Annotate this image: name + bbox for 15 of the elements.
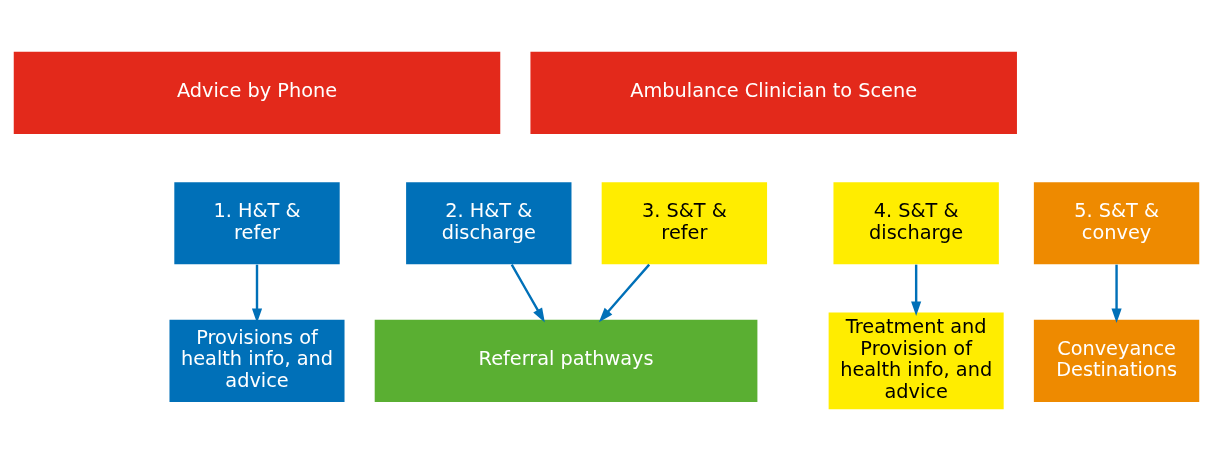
node-box: Advice by Phone xyxy=(13,51,501,134)
node-box: Treatment and Provision of health info, and advice xyxy=(828,312,1004,410)
node-box: 2. H&T & discharge xyxy=(406,182,572,265)
node-box: 3. S&T & refer xyxy=(601,182,768,265)
arrow xyxy=(1111,264,1122,324)
arrow xyxy=(911,264,922,316)
node-box: 4. S&T & discharge xyxy=(833,182,999,265)
arrow xyxy=(598,263,651,323)
node-box: Ambulance Clinician to Scene xyxy=(530,51,1017,134)
node-box: Provisions of health info, and advice xyxy=(169,319,345,402)
node-box: 1. H&T & refer xyxy=(174,182,340,265)
node-box: Referral pathways xyxy=(374,319,758,402)
node-box: 5. S&T & convey xyxy=(1033,182,1200,265)
arrow xyxy=(510,264,545,323)
node-box: Conveyance Destinations xyxy=(1033,319,1200,402)
